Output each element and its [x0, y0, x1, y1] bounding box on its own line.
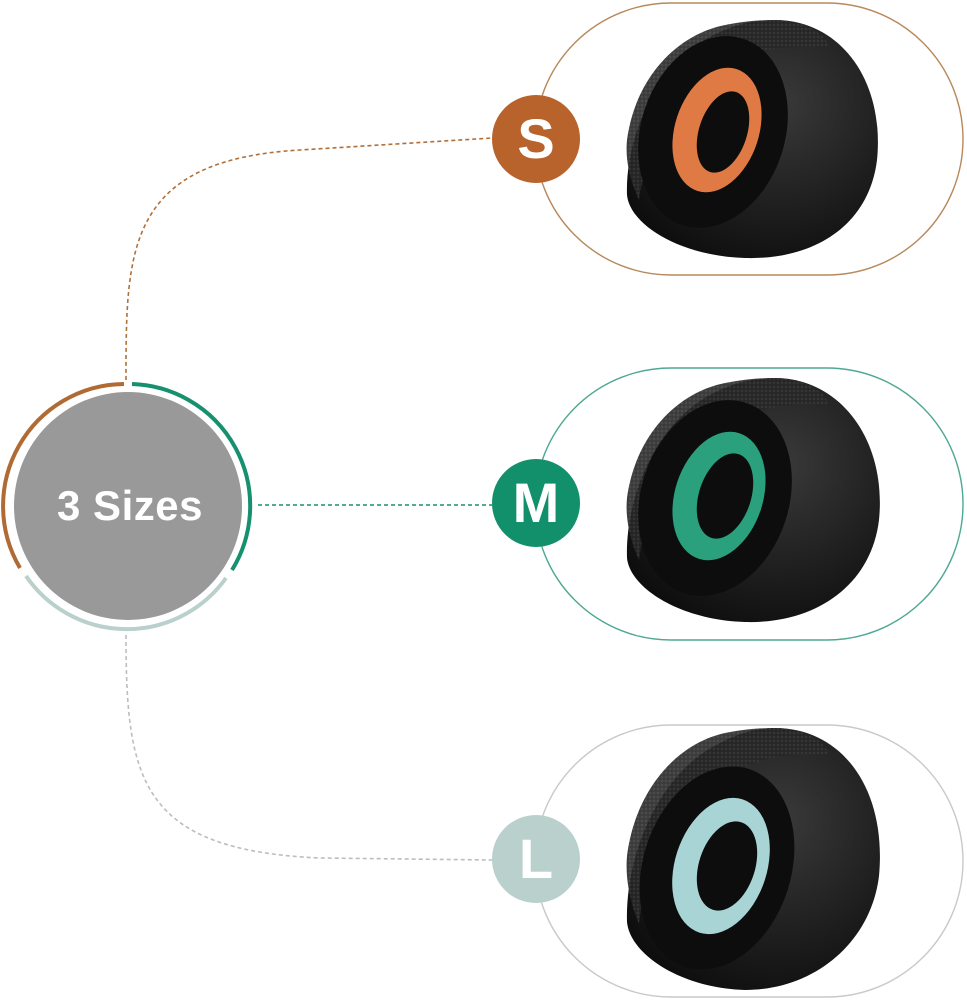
- hub-ring-segment-s: [1, 382, 125, 570]
- foam-eartip-medium-icon: [626, 378, 880, 623]
- size-badge-s: S: [492, 95, 580, 183]
- size-badge-l: L: [492, 815, 580, 903]
- hub-ring-segment-m: [131, 382, 253, 572]
- hub-circle: [1, 382, 253, 632]
- connector-line-l: [125, 634, 493, 861]
- connector-line-s: [125, 137, 493, 381]
- hub-ring-segment-l: [24, 574, 228, 632]
- hub-label: 3 Sizes: [57, 482, 203, 529]
- foam-eartip-small-icon: [626, 20, 878, 259]
- foam-eartip-large-icon: [626, 728, 880, 990]
- size-badge-m: M: [492, 459, 580, 547]
